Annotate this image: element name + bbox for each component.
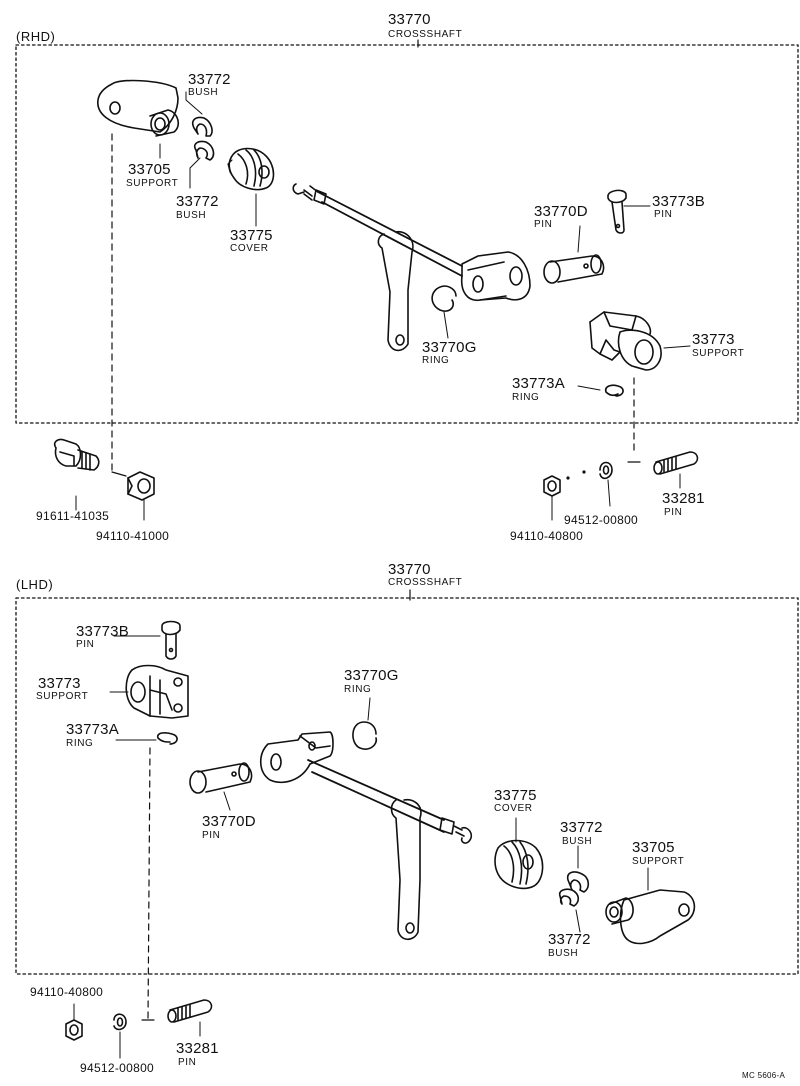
rhd-pin-d-name: PIN	[534, 219, 553, 230]
lhd-support-number: 33773	[38, 675, 81, 692]
rhd-bush-top-name: BUSH	[188, 87, 219, 98]
rhd-pin-b-number: 33773B	[652, 193, 705, 210]
rhd-bush-top	[191, 116, 213, 137]
lhd-ring-g	[352, 721, 378, 750]
rhd-bush-bottom-name: BUSH	[176, 210, 207, 221]
rhd-support-number: 33773	[692, 331, 735, 348]
rhd-crossshaft	[292, 183, 531, 352]
lhd-support	[125, 664, 189, 719]
rhd-washer	[599, 461, 613, 507]
lhd-nut-small	[65, 1003, 83, 1041]
lhd-support-plate-name: SUPPORT	[632, 856, 685, 867]
lhd-washer-number: 94512-00800	[80, 1061, 155, 1075]
rhd-assembly-number: 33770	[388, 11, 431, 28]
lhd-assembly-number: 33770	[388, 561, 431, 578]
rhd-ring-a-name: RING	[512, 392, 540, 403]
rhd-pin-33281-name: PIN	[664, 507, 683, 518]
lhd-pin-b	[161, 620, 181, 660]
rhd-cover-name: COVER	[230, 243, 269, 254]
lhd-nut-small-number: 94110-40800	[30, 985, 104, 999]
rhd-ring-a-number: 33773A	[512, 375, 565, 392]
rhd-bolt	[53, 438, 100, 511]
rhd-support-plate-number: 33705	[128, 161, 171, 178]
rhd-support-plate	[97, 79, 180, 137]
lhd-bush-bottom-number: 33772	[548, 931, 591, 948]
rhd-pin-b-name: PIN	[654, 209, 673, 220]
rhd-bush-bottom-number: 33772	[176, 193, 219, 210]
rhd-support-name: SUPPORT	[692, 348, 745, 359]
rhd-nut	[127, 471, 155, 521]
lhd-bush-bottom	[558, 888, 580, 907]
lhd-bush-bottom-name: BUSH	[548, 948, 579, 959]
rhd-ring-g-number: 33770G	[422, 339, 477, 356]
rhd-section-drawing	[15, 39, 799, 521]
lhd-ring-g-name: RING	[344, 684, 372, 695]
lhd-bush-top-name: BUSH	[562, 836, 593, 847]
lhd-ring-g-number: 33770G	[344, 667, 399, 684]
lhd-section-title: (LHD)	[16, 577, 54, 592]
lhd-ring-a-number: 33773A	[66, 721, 119, 738]
lhd-bush-top	[566, 871, 590, 893]
rhd-pin-d-number: 33770D	[534, 203, 588, 220]
lhd-support-plate-number: 33705	[632, 839, 675, 856]
rhd-pin-33281-number: 33281	[662, 490, 705, 507]
rhd-bush-bottom	[193, 140, 215, 161]
rhd-cover-number: 33775	[230, 227, 273, 244]
lhd-alignment-line	[147, 747, 151, 1021]
rhd-bolt-number: 91611-41035	[36, 509, 110, 523]
lhd-ring-a-name: RING	[66, 738, 94, 749]
rhd-frame	[15, 44, 799, 424]
rhd-nut-number: 94110-41000	[96, 529, 170, 543]
rhd-pin-33281	[653, 451, 699, 489]
rhd-support-plate-name: SUPPORT	[126, 178, 179, 189]
rhd-alignment-lines	[111, 133, 635, 471]
lhd-cover	[494, 839, 544, 890]
lhd-pin-d-number: 33770D	[202, 813, 256, 830]
lhd-support-plate	[605, 889, 696, 945]
lhd-leader-lines	[109, 635, 649, 933]
lhd-pin-b-name: PIN	[76, 639, 95, 650]
lhd-pin-d-name: PIN	[202, 830, 221, 841]
lhd-cover-number: 33775	[494, 787, 537, 804]
lhd-pin-33281-number: 33281	[176, 1040, 219, 1057]
rhd-nut-small	[543, 475, 561, 521]
lhd-ring-a	[156, 732, 178, 745]
rhd-ring-g	[431, 285, 457, 312]
rhd-assembly-name: CROSSSHAFT	[388, 29, 463, 40]
rhd-support	[589, 311, 662, 371]
diagram-code: MC 5606-A	[742, 1071, 786, 1080]
rhd-pin-d	[543, 254, 605, 284]
rhd-ring-a	[604, 384, 624, 397]
lhd-washer	[113, 1013, 127, 1059]
lhd-pin-33281	[167, 999, 213, 1037]
rhd-section-title: (RHD)	[16, 29, 56, 44]
rhd-cover	[227, 147, 275, 191]
rhd-washer-number: 94512-00800	[564, 513, 639, 527]
rhd-pin-b	[607, 189, 627, 234]
lhd-support-name: SUPPORT	[36, 691, 89, 702]
rhd-nut-small-number: 94110-40800	[510, 529, 584, 543]
lhd-pin-d	[189, 762, 253, 794]
lhd-crossshaft	[259, 731, 473, 941]
lhd-frame	[15, 597, 799, 975]
rhd-leader-lines	[159, 91, 691, 391]
rhd-ring-g-name: RING	[422, 355, 450, 366]
lhd-bush-top-number: 33772	[560, 819, 603, 836]
rhd-bush-top-number: 33772	[188, 71, 231, 88]
lhd-pin-33281-name: PIN	[178, 1057, 197, 1068]
lhd-pin-b-number: 33773B	[76, 623, 129, 640]
lhd-cover-name: COVER	[494, 803, 533, 814]
lhd-section-drawing	[15, 589, 799, 1059]
lhd-assembly-name: CROSSSHAFT	[388, 577, 463, 588]
